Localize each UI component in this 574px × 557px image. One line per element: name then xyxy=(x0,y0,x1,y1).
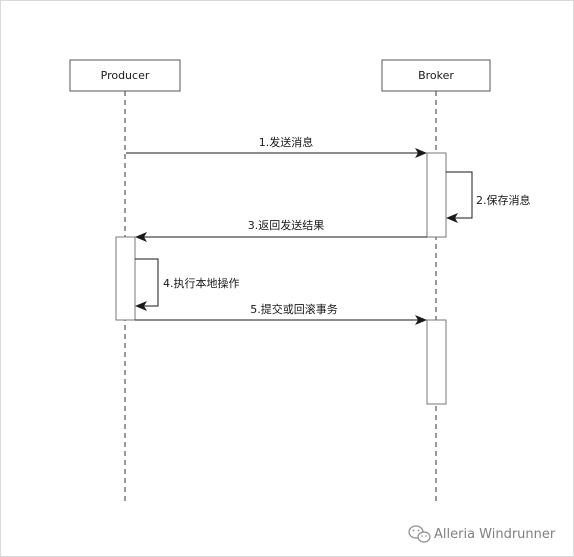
participant-broker-label: Broker xyxy=(418,69,454,82)
watermark-text: Alleria Windrunner xyxy=(434,527,556,542)
participant-producer: Producer xyxy=(69,59,181,92)
broker-activation-2 xyxy=(426,319,447,405)
wechat-icon xyxy=(408,525,431,543)
message-3: 3.返回发送结果 xyxy=(135,218,427,242)
producer-activation xyxy=(115,236,136,321)
message-1: 1.发送消息 xyxy=(126,135,427,158)
message-3-label: 3.返回发送结果 xyxy=(248,218,325,232)
message-4: 4.执行本地操作 xyxy=(135,258,240,311)
participant-broker: Broker xyxy=(381,59,491,92)
message-1-label: 1.发送消息 xyxy=(259,135,314,149)
message-2: 2.保存消息 xyxy=(446,171,531,223)
message-4-label: 4.执行本地操作 xyxy=(163,276,240,290)
watermark: Alleria Windrunner xyxy=(408,525,556,543)
message-5: 5.提交或回滚事务 xyxy=(135,302,427,325)
message-5-label: 5.提交或回滚事务 xyxy=(250,302,338,316)
broker-activation-1 xyxy=(426,152,447,238)
participant-producer-label: Producer xyxy=(101,69,150,82)
message-2-label: 2.保存消息 xyxy=(476,193,531,207)
